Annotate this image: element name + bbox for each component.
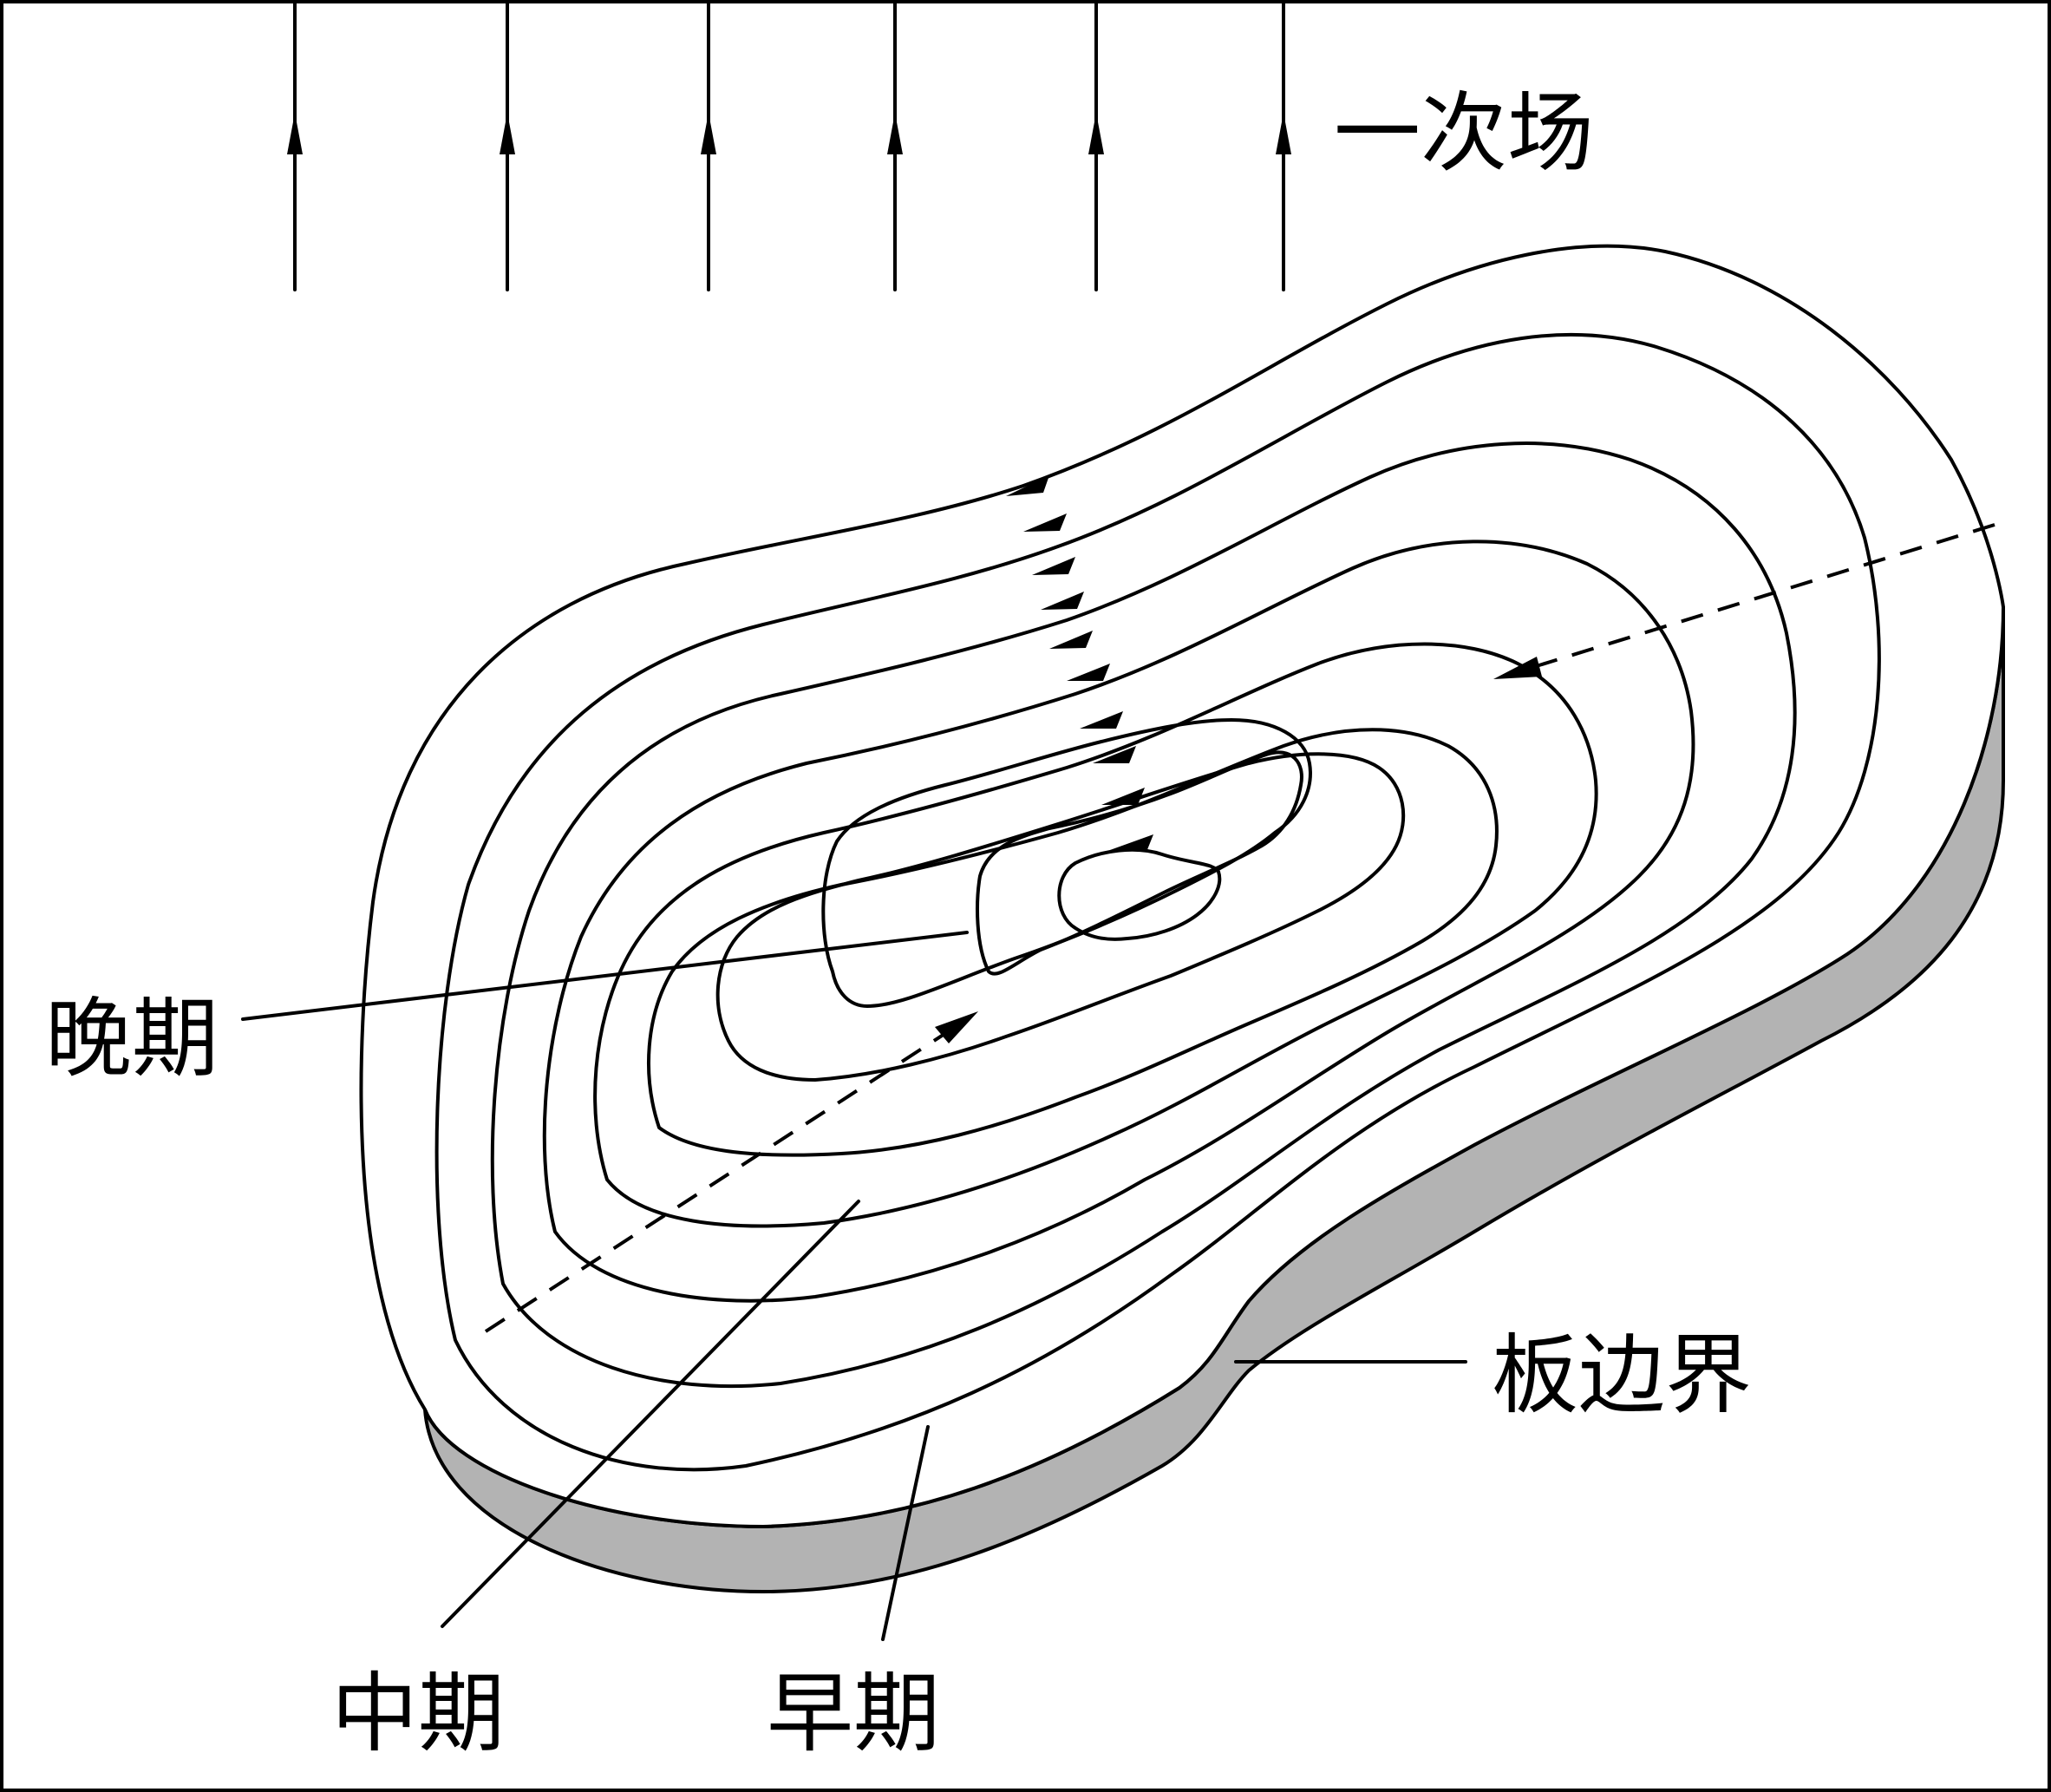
label-late: 晚期 <box>45 988 219 1089</box>
label-primary-field: 一次场 <box>1334 82 1594 184</box>
label-middle: 中期 <box>331 1663 505 1764</box>
field-line-1 <box>287 3 303 290</box>
label-plate-boundary: 板边界 <box>1492 1324 1752 1426</box>
primary-field-arrows <box>287 3 1291 290</box>
field-line-6 <box>1276 3 1291 290</box>
field-line-4 <box>887 3 903 290</box>
field-line-2 <box>500 3 515 290</box>
label-early: 早期 <box>767 1663 940 1764</box>
field-line-5 <box>1088 3 1104 290</box>
field-line-3 <box>701 3 716 290</box>
